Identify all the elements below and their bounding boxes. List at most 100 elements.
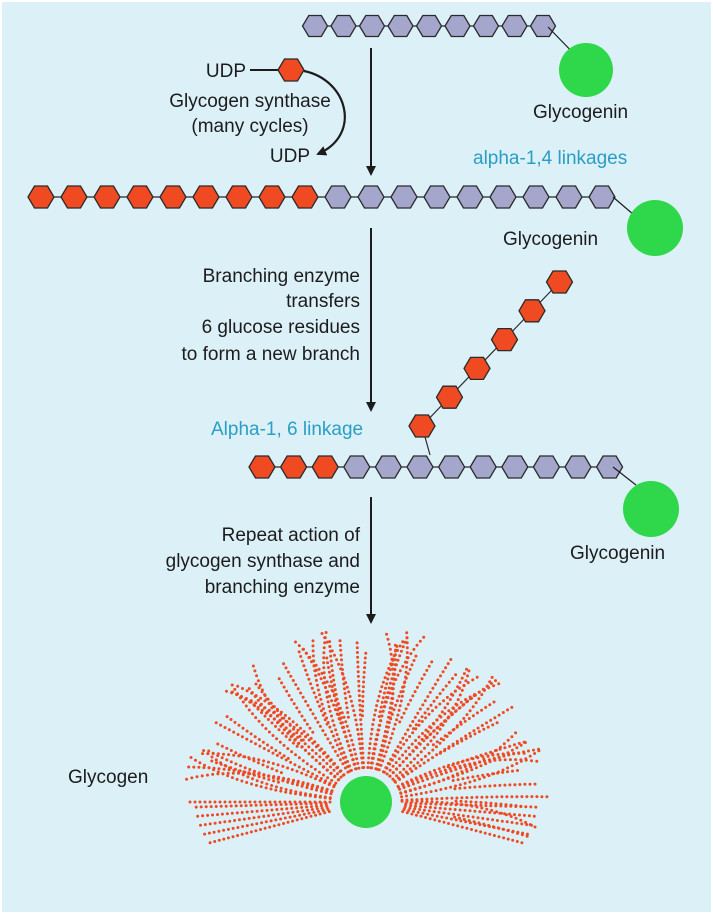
glucose-hexagon-icon (564, 455, 592, 479)
glucose-residue-dot (414, 813, 418, 817)
glucose-residue-dot (451, 774, 455, 778)
glucose-residue-dot (340, 746, 344, 750)
glucose-residue-dot (493, 758, 497, 762)
glucose-residue-dot (385, 632, 389, 636)
glucose-residue-dot (275, 769, 279, 773)
glucose-residue-dot (423, 711, 427, 715)
glucose-residue-dot (351, 743, 355, 747)
glucose-residue-dot (321, 809, 325, 812)
glucose-residue-dot (417, 719, 421, 723)
glucose-residue-dot (390, 706, 394, 710)
glucose-residue-dot (399, 649, 403, 653)
glucose-residue-dot (346, 711, 350, 714)
glucose-residue-dot (361, 756, 365, 760)
glucose-chain-branched (248, 455, 624, 479)
glucose-residue-dot (263, 699, 267, 703)
glucose-residue-dot (402, 786, 406, 789)
glucose-residue-dot (388, 762, 392, 766)
glucose-residue-dot (347, 744, 351, 748)
glucose-residue-dot (401, 810, 405, 814)
glucose-residue-dot (219, 804, 223, 808)
glucose-residue-dot (330, 664, 334, 668)
glucose-residue-dot (271, 705, 275, 708)
glucose-residue-dot (214, 805, 218, 808)
glucose-residue-dot (322, 646, 326, 650)
glucose-residue-dot (262, 814, 266, 818)
glucose-residue-dot (361, 746, 364, 750)
glucose-residue-dot (206, 773, 209, 777)
glucose-residue-dot (245, 810, 249, 814)
glucose-residue-dot (386, 745, 390, 749)
glucose-residue-dot (209, 805, 213, 809)
glucose-residue-dot (461, 814, 465, 818)
glucose-residue-dot (245, 831, 249, 835)
glucose-residue-dot (402, 775, 406, 779)
glucose-residue-dot (411, 749, 415, 753)
glucose-residue-dot (527, 749, 530, 753)
glucose-residue-dot (471, 775, 475, 779)
glucose-residue-dot (410, 793, 413, 797)
glucose-residue-dot (212, 830, 216, 834)
glucose-residue-dot (408, 724, 412, 728)
glucose-residue-dot (336, 754, 340, 757)
glucose-residue-dot (203, 832, 207, 836)
glucose-residue-dot (402, 711, 406, 715)
glucose-residue-dot (328, 741, 332, 745)
glucose-residue-dot (391, 677, 395, 681)
glucose-residue-dot (468, 785, 472, 789)
glucose-residue-dot (322, 707, 325, 711)
glucose-residue-dot (320, 786, 324, 790)
glucose-chain-elongated (27, 185, 616, 209)
glucose-hexagon-icon (324, 185, 352, 209)
branching-step-line-4: to form a new branch (181, 344, 360, 365)
glucose-residue-dot (242, 771, 246, 775)
glucose-residue-dot (445, 735, 449, 738)
glucose-residue-dot (263, 714, 267, 718)
glucose-residue-dot (291, 819, 295, 823)
glucose-residue-dot (458, 706, 462, 710)
glucose-residue-dot (447, 822, 450, 825)
glucose-residue-dot (324, 779, 328, 783)
glucose-hexagon-icon (126, 185, 154, 209)
glucose-residue-dot (295, 723, 299, 727)
glucose-residue-dot (309, 708, 312, 712)
glucose-residue-dot (466, 758, 470, 762)
glucose-residue-dot (505, 795, 509, 799)
glucose-residue-dot (301, 759, 305, 763)
glucose-residue-dot (396, 750, 400, 754)
glucose-residue-dot (398, 644, 402, 648)
glycogenin-link (612, 196, 635, 216)
glucose-residue-dot (284, 726, 288, 730)
glucose-hexagon-icon (408, 414, 436, 438)
glucose-residue-dot (259, 785, 263, 789)
glucose-hexagon-icon (444, 14, 471, 38)
glucose-hexagon-icon (518, 299, 546, 323)
glucose-residue-dot (360, 737, 364, 741)
glucose-residue-dot (237, 818, 241, 822)
glucose-residue-dot (472, 729, 476, 733)
glucose-residue-dot (251, 777, 254, 781)
udp-input-label: UDP (205, 61, 246, 82)
glucose-residue-dot (320, 806, 324, 810)
glucose-residue-dot (405, 811, 409, 815)
glucose-residue-dot (473, 785, 477, 789)
glucose-residue-dot (309, 793, 312, 797)
glucose-residue-dot (482, 757, 486, 761)
glucose-residue-dot (288, 729, 292, 733)
glucose-residue-dot (415, 685, 419, 689)
glucose-residue-dot (398, 704, 402, 708)
glucose-residue-dot (439, 750, 443, 754)
glucose-residue-dot (329, 771, 333, 775)
glucose-residue-dot (435, 696, 439, 699)
glucose-residue-dot (448, 807, 452, 811)
glucose-hexagon-icon (343, 455, 371, 479)
glucose-residue-dot (247, 687, 251, 691)
glucose-residue-dot (300, 714, 304, 718)
glucose-residue-dot (405, 631, 409, 635)
glucose-residue-dot (273, 717, 276, 721)
glucose-residue-dot (395, 699, 399, 703)
glucose-residue-dot (326, 661, 330, 665)
glucose-residue-dot (447, 709, 451, 713)
glucose-residue-dot (254, 716, 258, 720)
glucose-residue-dot (403, 732, 407, 736)
